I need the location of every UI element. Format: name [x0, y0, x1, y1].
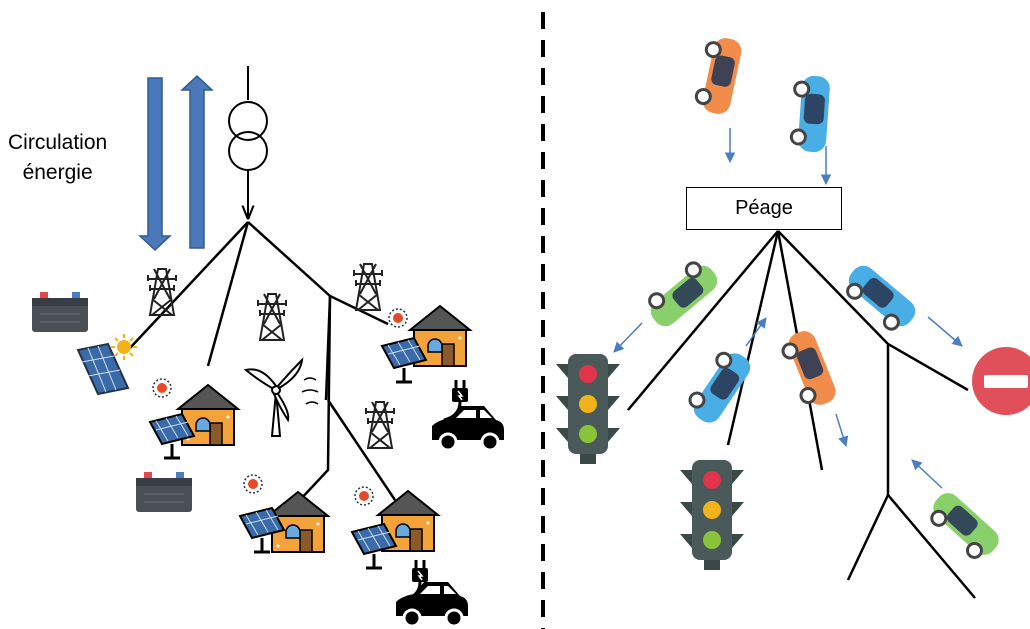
traffic-light-icon [556, 354, 620, 464]
pylon-icon [257, 293, 287, 341]
power-grid-lines [129, 221, 397, 503]
no-entry-sign-icon [972, 347, 1030, 415]
road-lines [627, 230, 976, 599]
energy-down-arrow [138, 77, 172, 252]
traffic-light-icon [680, 460, 744, 570]
toll-box: Péage [686, 187, 842, 230]
green-car-icon [639, 253, 724, 333]
energy-label-line2: énergie [22, 161, 93, 184]
transformer-icon [228, 66, 268, 218]
sun-badge-icon [354, 486, 374, 506]
sun-icon [111, 334, 137, 360]
wind-turbine-icon [243, 357, 319, 437]
orange-car-icon [776, 326, 841, 413]
toll-label: Péage [735, 197, 793, 219]
energy-up-arrow [180, 74, 214, 249]
ev-car-icon [430, 404, 506, 452]
energy-label-line1: Circulation [8, 131, 108, 154]
sun-badge-icon [243, 474, 263, 494]
blue-car-icon [837, 259, 922, 339]
pylon-icon [353, 263, 383, 311]
energy-circulation-label: Circulation énergie [8, 128, 107, 188]
solar-panel-large-icon [76, 342, 130, 396]
green-car-icon [922, 486, 1006, 567]
sun-badge-icon [152, 378, 172, 398]
energy-flow-arrows [138, 74, 214, 252]
pylon-icon [147, 268, 177, 316]
ev-car-icon [394, 580, 470, 628]
pylon-icon [365, 401, 395, 449]
battery-icon [135, 471, 193, 513]
blue-car-icon [681, 343, 757, 429]
sun-badge-icon [388, 308, 408, 328]
orange-car-icon [692, 32, 746, 118]
battery-icon [31, 291, 89, 333]
flow-arrows [613, 128, 963, 489]
blue-car-icon [788, 73, 833, 155]
